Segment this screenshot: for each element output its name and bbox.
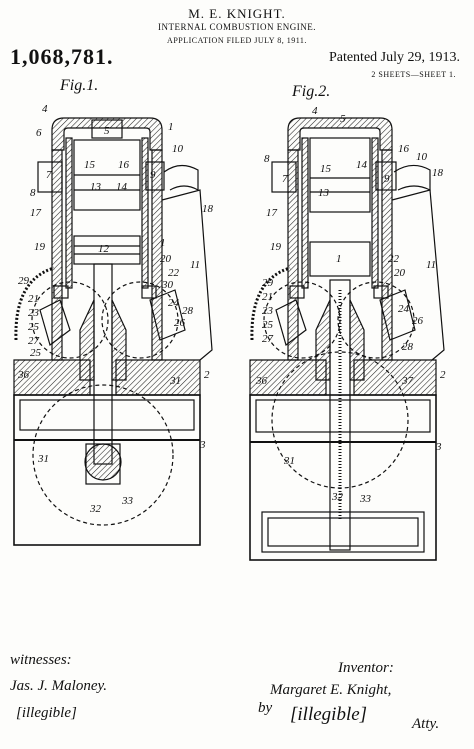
ref-numeral: 13 xyxy=(90,181,102,193)
ref-numeral: 13 xyxy=(318,187,330,199)
ref-numeral: 36 xyxy=(255,375,268,387)
ref-numeral: 3 xyxy=(435,441,442,453)
ref-numeral: 4 xyxy=(42,103,48,115)
ref-numeral: 17 xyxy=(266,207,278,219)
ref-numeral: 29 xyxy=(262,277,274,289)
ref-numeral: 31 xyxy=(283,455,295,467)
ref-numeral: 16 xyxy=(118,159,130,171)
ref-numeral: 33 xyxy=(121,495,134,507)
ref-numeral: 36 xyxy=(17,369,30,381)
ref-numeral: 3 xyxy=(199,439,206,451)
ref-numeral: 12 xyxy=(98,243,110,255)
ref-numeral: 31 xyxy=(169,375,181,387)
filed-date: APPLICATION FILED JULY 8, 1911. xyxy=(167,36,307,45)
ref-numeral: 6 xyxy=(36,127,42,139)
patent-title: INTERNAL COMBUSTION ENGINE. xyxy=(158,22,316,32)
ref-numeral: 19 xyxy=(34,241,46,253)
ref-numeral: 32 xyxy=(89,503,102,515)
ref-numeral: 15 xyxy=(320,163,332,175)
ref-numeral: 11 xyxy=(426,259,436,271)
witness-1-signature: Jas. J. Maloney. xyxy=(10,678,108,694)
ref-numeral: 32 xyxy=(331,491,344,503)
patented-date: Patented July 29, 1913. xyxy=(328,50,460,65)
inventor-signature: Margaret E. Knight, xyxy=(270,682,392,698)
ref-numeral: 23 xyxy=(262,305,274,317)
ref-numeral: 7 xyxy=(282,173,288,185)
ref-numeral: 25 xyxy=(28,321,40,333)
ref-numeral: 10 xyxy=(172,143,184,155)
ref-numeral: 8 xyxy=(30,187,36,199)
figure-1-label: Fig.1. xyxy=(59,77,98,94)
witnesses-label: witnesses: xyxy=(10,652,72,668)
ref-numeral: 25 xyxy=(30,347,42,359)
ref-numeral: 26 xyxy=(174,317,186,329)
ref-numeral: 24 xyxy=(168,297,180,309)
figure-2-engine-section xyxy=(249,117,445,561)
ref-numeral: 14 xyxy=(116,181,128,193)
ref-numeral: 26 xyxy=(412,315,424,327)
inventor-name: M. E. KNIGHT. xyxy=(188,6,286,21)
figure-2-reference-numerals: 4 5 16 10 8 14 7 15 9 18 13 17 19 1 22 2… xyxy=(255,105,446,505)
ref-numeral: 5 xyxy=(340,113,346,125)
ref-numeral: 10 xyxy=(416,151,428,163)
figure-1-reference-numerals: 4 5 1 6 10 7 15 16 9 13 14 8 17 18 19 12… xyxy=(17,103,214,515)
ref-numeral: 21 xyxy=(28,293,39,305)
ref-numeral: 22 xyxy=(388,253,400,265)
patent-number: 1,068,781. xyxy=(10,44,114,69)
ref-numeral: 20 xyxy=(160,253,172,265)
attorney-signature: [illegible] xyxy=(290,704,368,725)
ref-numeral: 18 xyxy=(432,167,444,179)
ref-numeral: 9 xyxy=(384,173,390,185)
ref-numeral: 1 xyxy=(336,253,342,265)
ref-numeral: 37 xyxy=(401,375,414,387)
ref-numeral: 21 xyxy=(262,291,273,303)
by-label: by xyxy=(258,700,273,716)
ref-numeral: 11 xyxy=(190,259,200,271)
ref-numeral: 7 xyxy=(46,169,52,181)
ref-numeral: 15 xyxy=(84,159,96,171)
ref-numeral: 33 xyxy=(359,493,372,505)
ref-numeral: 23 xyxy=(28,307,40,319)
ref-numeral: 28 xyxy=(182,305,194,317)
ref-numeral: 8 xyxy=(264,153,270,165)
figure-2-label: Fig.2. xyxy=(291,83,330,100)
ref-numeral: 19 xyxy=(270,241,282,253)
ref-numeral: 27 xyxy=(262,333,274,345)
witness-2-signature: [illegible] xyxy=(16,705,77,721)
ref-numeral: 17 xyxy=(30,207,42,219)
ref-numeral: 20 xyxy=(394,267,406,279)
ref-numeral: 16 xyxy=(398,143,410,155)
inventor-label: Inventor: xyxy=(338,660,394,676)
ref-numeral: 31 xyxy=(37,453,49,465)
ref-numeral: 1 xyxy=(160,237,166,249)
ref-numeral: 2 xyxy=(440,369,446,381)
ref-numeral: 30 xyxy=(161,279,174,291)
ref-numeral: 14 xyxy=(356,159,368,171)
attorney-label: Atty. xyxy=(412,716,440,732)
ref-numeral: 1 xyxy=(168,121,174,133)
ref-numeral: 28 xyxy=(402,341,414,353)
ref-numeral: 27 xyxy=(28,335,40,347)
ref-numeral: 4 xyxy=(312,105,318,117)
ref-numeral: 2 xyxy=(204,369,210,381)
sheet-info: 2 SHEETS—SHEET 1. xyxy=(371,70,456,79)
ref-numeral: 9 xyxy=(150,169,156,181)
ref-numeral: 25 xyxy=(262,319,274,331)
ref-numeral: 24 xyxy=(398,303,410,315)
ref-numeral: 18 xyxy=(202,203,214,215)
ref-numeral: 22 xyxy=(168,267,180,279)
ref-numeral: 29 xyxy=(18,275,30,287)
ref-numeral: 5 xyxy=(104,125,110,137)
figure-1-engine-section xyxy=(13,117,213,546)
